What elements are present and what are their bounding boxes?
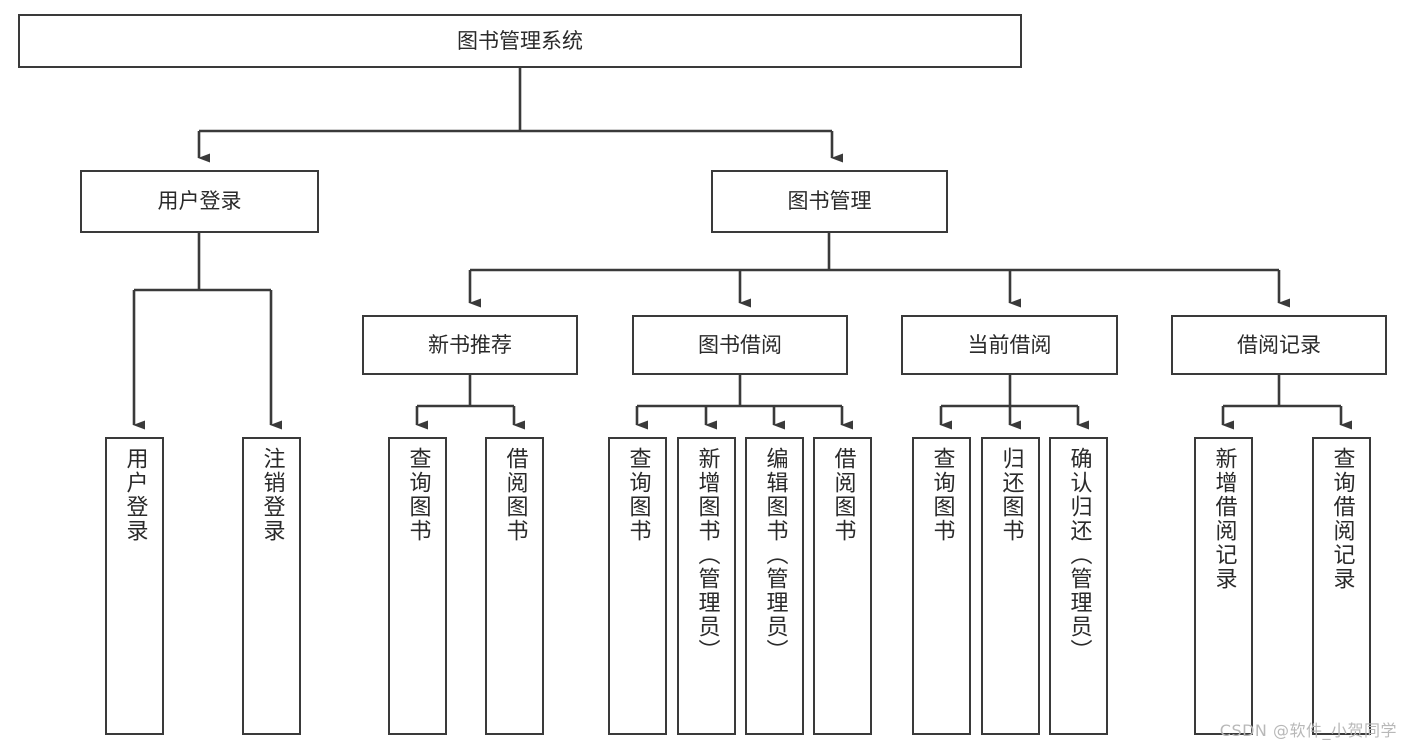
node-current-borrow[interactable]: 当前借阅: [901, 315, 1118, 375]
node-new-book-rec-label: 新书推荐: [428, 332, 512, 357]
node-leaf-rec-add[interactable]: 新增借阅记录: [1194, 437, 1253, 735]
node-leaf-cur-return[interactable]: 归还图书: [981, 437, 1040, 735]
node-book-borrow-label: 图书借阅: [698, 332, 782, 357]
node-leaf-rec-query[interactable]: 查询图书: [388, 437, 447, 735]
node-leaf-borrow-do-label: 借阅图书: [830, 447, 856, 543]
node-leaf-cur-confirm-label: 确认归还（管理员）: [1066, 447, 1092, 663]
watermark-text: CSDN @软件_小贺同学: [1219, 721, 1397, 740]
node-user-login[interactable]: 用户登录: [80, 170, 319, 233]
node-book-borrow[interactable]: 图书借阅: [632, 315, 848, 375]
node-leaf-rec-borrow[interactable]: 借阅图书: [485, 437, 544, 735]
node-new-book-rec[interactable]: 新书推荐: [362, 315, 578, 375]
node-leaf-borrow-query-label: 查询图书: [625, 447, 651, 543]
node-root[interactable]: 图书管理系统: [18, 14, 1022, 68]
node-leaf-user-logout-label: 注销登录: [259, 447, 285, 543]
node-leaf-cur-query[interactable]: 查询图书: [912, 437, 971, 735]
node-leaf-borrow-query[interactable]: 查询图书: [608, 437, 667, 735]
node-book-manage[interactable]: 图书管理: [711, 170, 948, 233]
node-leaf-rec-query-label: 查询图书: [405, 447, 431, 543]
node-root-label: 图书管理系统: [457, 28, 583, 53]
node-leaf-user-login[interactable]: 用户登录: [105, 437, 164, 735]
node-leaf-user-login-label: 用户登录: [122, 447, 148, 543]
node-leaf-borrow-add-label: 新增图书（管理员）: [694, 447, 720, 663]
node-leaf-rec-add-label: 新增借阅记录: [1211, 447, 1237, 591]
node-leaf-borrow-edit[interactable]: 编辑图书（管理员）: [745, 437, 804, 735]
node-leaf-rec-borrow-label: 借阅图书: [502, 447, 528, 543]
node-book-manage-label: 图书管理: [787, 189, 872, 214]
node-leaf-cur-return-label: 归还图书: [998, 447, 1024, 543]
node-leaf-borrow-add[interactable]: 新增图书（管理员）: [677, 437, 736, 735]
node-current-borrow-label: 当前借阅: [967, 332, 1052, 357]
node-leaf-rec-query2-label: 查询借阅记录: [1329, 447, 1355, 591]
node-leaf-cur-confirm[interactable]: 确认归还（管理员）: [1049, 437, 1108, 735]
node-borrow-record-label: 借阅记录: [1237, 332, 1321, 357]
node-borrow-record[interactable]: 借阅记录: [1171, 315, 1387, 375]
node-leaf-borrow-edit-label: 编辑图书（管理员）: [762, 447, 788, 663]
node-leaf-rec-query2[interactable]: 查询借阅记录: [1312, 437, 1371, 735]
node-leaf-user-logout[interactable]: 注销登录: [242, 437, 301, 735]
node-leaf-cur-query-label: 查询图书: [929, 447, 955, 543]
node-user-login-label: 用户登录: [157, 189, 242, 214]
node-leaf-borrow-do[interactable]: 借阅图书: [813, 437, 872, 735]
